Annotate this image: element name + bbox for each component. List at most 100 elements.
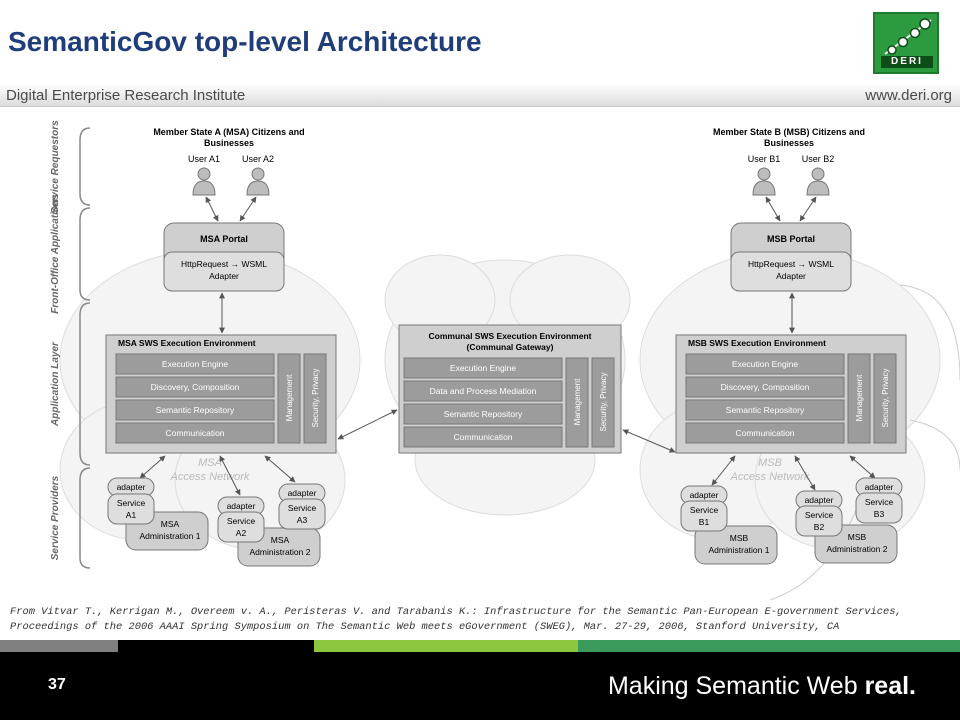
header-bar — [0, 84, 960, 107]
service-label: Service — [117, 498, 146, 508]
msa-component: Execution Engine — [162, 359, 228, 369]
msb-citizens-title-2: Businesses — [764, 138, 814, 148]
msa-portal: MSA Portal HttpRequest → WSML Adapter — [163, 222, 285, 292]
msa-network-label-2: Access Network — [170, 471, 250, 483]
user-b1-label: User B1 — [748, 154, 781, 164]
footer-strip-green — [578, 640, 960, 652]
msb-portal: MSB Portal HttpRequest → WSML Adapter — [730, 222, 852, 292]
connector-arrow — [264, 455, 296, 483]
msa-service-a2: MSA Administration 2 adapter Service A2 — [217, 496, 321, 567]
decor-arc-1 — [899, 284, 960, 381]
layer-label: Service Providers — [50, 475, 61, 560]
admin-label-2: Administration 2 — [250, 547, 311, 557]
msa-network-label: MSA — [198, 457, 222, 469]
msb-citizens-group: Member State B (MSB) Citizens and Busine… — [713, 127, 865, 196]
msb-component: Execution Engine — [732, 359, 798, 369]
msa-component: Communication — [165, 428, 224, 438]
connector-arrow — [765, 196, 781, 222]
footer-strip-lime — [314, 640, 578, 652]
footer-strip-black — [118, 640, 314, 652]
msb-security: Security, Privacy — [881, 369, 890, 428]
layer-label: Service Requestors — [50, 120, 61, 214]
service-label-2: A3 — [297, 515, 308, 525]
communal-component: Semantic Repository — [444, 409, 523, 419]
msa-citizens-title-2: Businesses — [204, 138, 254, 148]
msb-component: Semantic Repository — [726, 405, 805, 415]
msb-adapter-label-2: Adapter — [776, 271, 806, 281]
admin-label: MSB — [848, 532, 867, 542]
service-label-2: A2 — [236, 528, 247, 538]
layer-brackets — [79, 127, 91, 569]
communal-execution-environment: Communal SWS Execution Environment (Comm… — [398, 324, 622, 454]
connector-arrow — [139, 455, 166, 479]
admin-label-2: Administration 2 — [827, 544, 888, 554]
msa-management: Management — [285, 374, 294, 421]
connector-arrow — [337, 409, 398, 440]
admin-label-2: Administration 1 — [140, 531, 201, 541]
user-icon — [246, 167, 270, 196]
service-label-2: B2 — [814, 522, 825, 532]
admin-label-2: Administration 1 — [709, 545, 770, 555]
communal-component: Execution Engine — [450, 363, 516, 373]
msa-portal-title: MSA Portal — [200, 234, 248, 244]
msb-network-label: MSB — [758, 457, 782, 469]
msb-env-title: MSB SWS Execution Environment — [688, 338, 826, 348]
adapter-label: adapter — [805, 495, 834, 505]
communal-env-title: Communal SWS Execution Environment — [429, 331, 592, 341]
communal-component: Communication — [453, 432, 512, 442]
service-label-2: A1 — [126, 510, 137, 520]
msa-component: Semantic Repository — [156, 405, 235, 415]
msa-security: Security, Privacy — [311, 369, 320, 428]
connector-arrow — [205, 196, 219, 222]
service-label: Service — [805, 510, 834, 520]
connector-arrow — [799, 196, 817, 222]
user-a1-label: User A1 — [188, 154, 220, 164]
footer-strip-gray — [0, 640, 118, 652]
adapter-label: adapter — [865, 482, 894, 492]
msb-service-b1: MSB Administration 1 adapter Service B1 — [680, 485, 778, 565]
msb-service-b3: adapter Service B3 — [855, 477, 903, 524]
service-label-2: B3 — [874, 509, 885, 519]
msa-adapter-label-2: Adapter — [209, 271, 239, 281]
msb-citizens-title: Member State B (MSB) Citizens and — [713, 127, 865, 137]
connector-arrow — [849, 455, 876, 479]
architecture-diagram: Service Requestors Front-Office Applicat… — [50, 120, 960, 601]
communal-env-subtitle: (Communal Gateway) — [467, 342, 554, 352]
msa-service-a3: adapter Service A3 — [278, 483, 326, 530]
connector-arrow — [219, 455, 241, 496]
admin-label: MSA — [271, 535, 290, 545]
user-icon — [192, 167, 216, 196]
user-a2-label: User A2 — [242, 154, 274, 164]
layer-label: Front-Office Applications — [50, 194, 61, 314]
page-number: 37 — [48, 676, 66, 693]
user-b2-label: User B2 — [802, 154, 835, 164]
institute-name: Digital Enterprise Research Institute — [6, 87, 246, 104]
logo-text: DERI — [881, 56, 933, 68]
connector-arrow — [239, 196, 257, 222]
footer-bar — [0, 652, 960, 720]
adapter-label: adapter — [288, 488, 317, 498]
tagline-emphasis: real. — [864, 672, 916, 700]
tagline-prefix: Making Semantic Web — [607, 672, 865, 700]
msb-adapter-label: HttpRequest → WSML — [748, 259, 834, 269]
msa-adapter-label: HttpRequest → WSML — [181, 259, 267, 269]
user-icon — [806, 167, 830, 196]
msb-management: Management — [855, 374, 864, 421]
service-label: Service — [288, 503, 317, 513]
website-link[interactable]: www.deri.org — [865, 87, 952, 104]
msa-citizens-title: Member State A (MSA) Citizens and — [153, 127, 304, 137]
admin-label: MSB — [730, 533, 749, 543]
msb-portal-title: MSB Portal — [767, 234, 815, 244]
admin-label: MSA — [161, 519, 180, 529]
msb-component: Discovery, Composition — [721, 382, 810, 392]
adapter-label: adapter — [227, 501, 256, 511]
logo-dots-icon — [884, 18, 932, 55]
msb-service-b2: MSB Administration 2 adapter Service B2 — [795, 490, 898, 564]
service-label-2: B1 — [699, 517, 710, 527]
msa-execution-environment: MSA SWS Execution Environment Execution … — [105, 334, 337, 454]
adapter-label: adapter — [117, 482, 146, 492]
msa-env-title: MSA SWS Execution Environment — [118, 338, 256, 348]
decor-arc-2 — [769, 499, 861, 601]
msb-component: Communication — [735, 428, 794, 438]
msa-citizens-group: Member State A (MSA) Citizens and Busine… — [153, 127, 305, 196]
